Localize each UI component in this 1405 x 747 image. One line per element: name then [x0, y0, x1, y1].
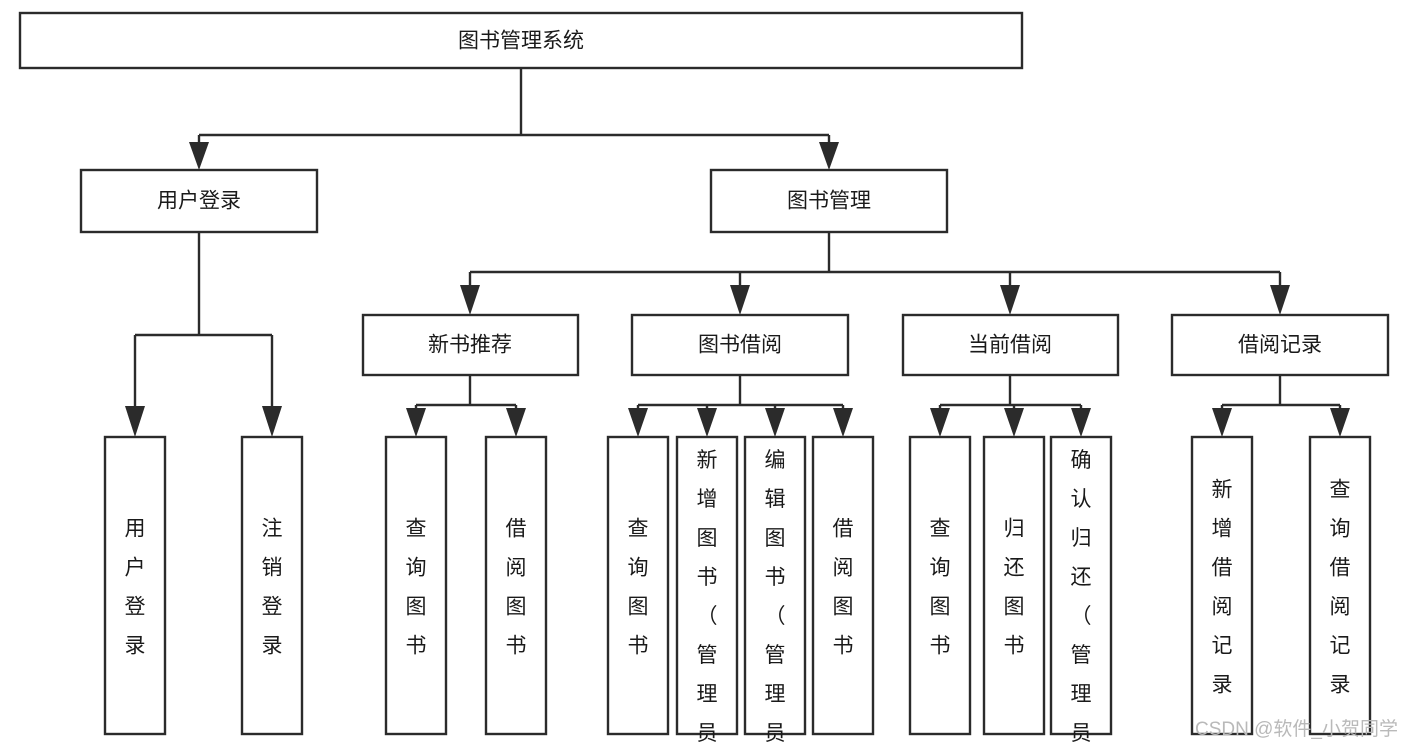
node-root[interactable]: 图书管理系统	[18, 11, 1024, 70]
node-leaf-borrow-book-recommend-box[interactable]	[484, 435, 548, 736]
node-current-borrow-box[interactable]	[901, 313, 1120, 377]
node-new-book-recommend-label: 新书推荐	[428, 334, 512, 357]
node-leaf-add-book-box[interactable]	[675, 435, 739, 736]
node-leaf-query-book-borrow-label: 查询图书	[628, 518, 649, 658]
node-new-book-recommend[interactable]: 新书推荐	[361, 313, 580, 377]
arrow-head-leaf-logout	[262, 406, 282, 437]
node-user-login-box[interactable]	[79, 168, 319, 234]
node-root-label: 图书管理系统	[458, 30, 584, 53]
node-new-book-recommend-box[interactable]	[361, 313, 580, 377]
node-book-borrow-label: 图书借阅	[698, 334, 782, 357]
arrow-head-leaf-query-book-current	[930, 408, 950, 437]
node-leaf-borrow-book-label: 借阅图书	[833, 518, 854, 658]
node-book-manage-box[interactable]	[709, 168, 949, 234]
node-leaf-query-borrow-record-label: 查询借阅记录	[1330, 479, 1351, 697]
node-leaf-return-book[interactable]: 归还图书	[982, 435, 1046, 736]
node-leaf-borrow-book[interactable]: 借阅图书	[811, 435, 875, 736]
node-book-borrow[interactable]: 图书借阅	[630, 313, 850, 377]
node-leaf-add-borrow-record-label: 新增借阅记录	[1212, 479, 1233, 697]
node-leaf-confirm-return[interactable]: 确认归还（管理员）	[1049, 435, 1113, 747]
node-leaf-query-book-current[interactable]: 查询图书	[908, 435, 972, 736]
node-leaf-return-book-label: 归还图书	[1004, 518, 1025, 658]
node-user-login[interactable]: 用户登录	[79, 168, 319, 234]
node-leaf-add-book[interactable]: 新增图书（管理员）	[675, 435, 739, 747]
node-leaf-return-book-box[interactable]	[982, 435, 1046, 736]
node-borrow-record-box[interactable]	[1170, 313, 1390, 377]
arrow-head-leaf-query-book-borrow	[628, 408, 648, 437]
arrow-head-leaf-borrow-book	[833, 408, 853, 437]
node-current-borrow-label: 当前借阅	[968, 334, 1052, 357]
arrow-head-new-book-recommend	[460, 285, 480, 315]
node-leaf-borrow-book-recommend-label: 借阅图书	[506, 518, 527, 658]
node-leaf-query-book-current-box[interactable]	[908, 435, 972, 736]
arrow-head-leaf-add-borrow-record	[1212, 408, 1232, 437]
node-leaf-logout[interactable]: 注销登录	[240, 435, 304, 736]
node-leaf-user-login-label: 用户登录	[125, 518, 146, 658]
node-leaf-add-borrow-record-box[interactable]	[1190, 435, 1254, 736]
node-leaf-edit-book-label: 编辑图书（管理员）	[765, 449, 786, 747]
node-leaf-query-book-recommend-box[interactable]	[384, 435, 448, 736]
arrow-head-leaf-return-book	[1004, 408, 1024, 437]
arrow-head-borrow-record	[1270, 285, 1290, 315]
node-root-box[interactable]	[18, 11, 1024, 70]
node-leaf-add-book-label: 新增图书（管理员）	[697, 449, 718, 747]
arrow-head-leaf-borrow-book-recommend	[506, 408, 526, 437]
node-leaf-user-login[interactable]: 用户登录	[103, 435, 167, 736]
node-leaf-query-borrow-record[interactable]: 查询借阅记录	[1308, 435, 1372, 736]
arrow-head-leaf-query-borrow-record	[1330, 408, 1350, 437]
node-leaf-confirm-return-box[interactable]	[1049, 435, 1113, 736]
connector-layer	[125, 68, 1350, 437]
node-book-borrow-box[interactable]	[630, 313, 850, 377]
node-leaf-query-book-recommend[interactable]: 查询图书	[384, 435, 448, 736]
node-leaf-add-borrow-record[interactable]: 新增借阅记录	[1190, 435, 1254, 736]
arrow-head-book-manage	[819, 142, 839, 170]
node-user-login-label: 用户登录	[157, 190, 241, 213]
node-leaf-logout-label: 注销登录	[262, 518, 283, 658]
node-leaf-query-book-current-label: 查询图书	[930, 518, 951, 658]
node-leaf-query-book-borrow[interactable]: 查询图书	[606, 435, 670, 736]
arrow-head-leaf-edit-book	[765, 408, 785, 437]
node-leaf-borrow-book-recommend[interactable]: 借阅图书	[484, 435, 548, 736]
node-book-manage[interactable]: 图书管理	[709, 168, 949, 234]
csdn-watermark: CSDN @软件_小贺同学	[1195, 718, 1398, 740]
node-leaf-borrow-book-box[interactable]	[811, 435, 875, 736]
node-leaf-edit-book-box[interactable]	[743, 435, 807, 736]
node-leaf-confirm-return-label: 确认归还（管理员）	[1071, 449, 1092, 747]
node-current-borrow[interactable]: 当前借阅	[901, 313, 1120, 377]
arrow-head-book-borrow	[730, 285, 750, 315]
arrow-head-current-borrow	[1000, 285, 1020, 315]
node-leaf-logout-box[interactable]	[240, 435, 304, 736]
node-borrow-record-label: 借阅记录	[1238, 334, 1322, 357]
arrow-head-leaf-query-book-recommend	[406, 408, 426, 437]
node-leaf-user-login-box[interactable]	[103, 435, 167, 736]
node-book-manage-label: 图书管理	[787, 190, 871, 213]
arrow-head-user-login	[189, 142, 209, 170]
node-leaf-query-book-recommend-label: 查询图书	[406, 518, 427, 658]
node-leaf-query-borrow-record-box[interactable]	[1308, 435, 1372, 736]
node-leaf-query-book-borrow-box[interactable]	[606, 435, 670, 736]
arrow-head-leaf-confirm-return	[1071, 408, 1091, 437]
node-borrow-record[interactable]: 借阅记录	[1170, 313, 1390, 377]
leaf-node-layer: 用户登录 注销登录 查询图书 借阅图书 查询图书 新增图书（管理员）	[103, 435, 1372, 747]
arrow-head-leaf-user-login	[125, 406, 145, 437]
node-leaf-edit-book[interactable]: 编辑图书（管理员）	[743, 435, 807, 747]
arrow-head-leaf-add-book	[697, 408, 717, 437]
